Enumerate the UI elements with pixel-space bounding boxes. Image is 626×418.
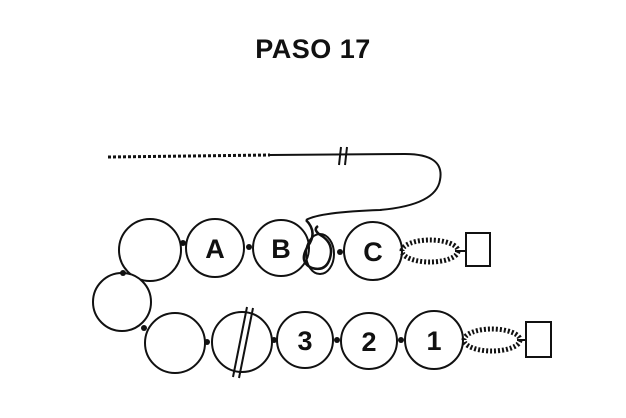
bead-label-3: 3 — [297, 326, 312, 356]
break-mark — [232, 306, 248, 378]
page-title: PASO 17 — [255, 34, 371, 64]
bead-top-plain — [118, 218, 182, 282]
connector-dot — [204, 339, 210, 345]
thread-tail — [107, 153, 271, 159]
knot-loop — [305, 233, 335, 275]
bead-label-1: 1 — [426, 326, 441, 356]
connector-dot — [120, 270, 126, 276]
crimp-top — [465, 232, 491, 267]
break-mark — [238, 307, 254, 379]
clasp-loop-bottom — [461, 326, 523, 354]
bead-bottom-plain-1 — [144, 312, 206, 374]
bead-turn-1 — [92, 272, 152, 332]
bead-top-a — [185, 218, 245, 278]
bead-label-2: 2 — [361, 327, 376, 357]
thread-cut-mark — [338, 146, 342, 166]
bead-label-b: B — [271, 234, 291, 264]
clasp-loop-top — [399, 237, 461, 265]
crimp-bottom — [525, 321, 552, 358]
connector-dot — [141, 325, 147, 331]
connector-dot — [398, 337, 404, 343]
thread-cut-mark — [344, 146, 348, 166]
bead-label-c: C — [363, 237, 383, 267]
bead-top-b — [252, 219, 310, 277]
connector-dot — [246, 244, 252, 250]
connector-dot — [271, 337, 277, 343]
connector-dot — [337, 249, 343, 255]
knot — [302, 219, 333, 271]
bead-bottom-2 — [340, 312, 398, 370]
connector-dot — [334, 337, 340, 343]
bead-label-a: A — [205, 234, 225, 264]
connector-dot — [180, 240, 186, 246]
thread-needle-line — [269, 152, 442, 221]
